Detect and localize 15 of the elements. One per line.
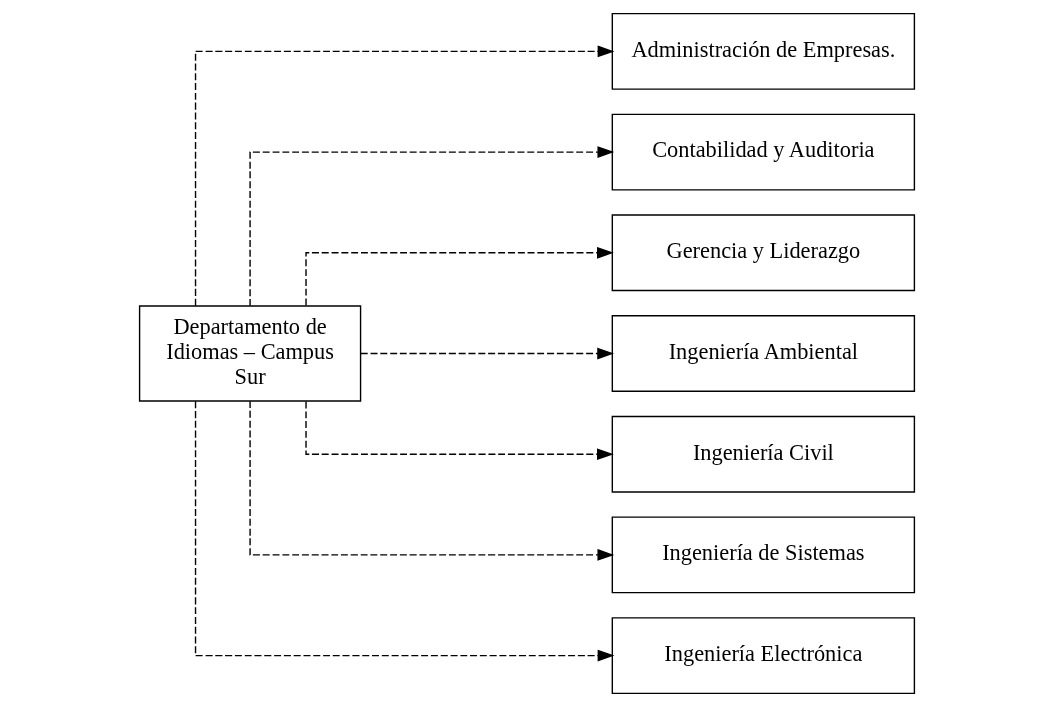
arrow: [249, 400, 615, 561]
node-box: Administración de Empresas.: [611, 12, 916, 90]
node-box: Ingeniería Ambiental: [611, 315, 916, 392]
node-box: Gerencia y Liderazgo: [611, 214, 916, 292]
node-box: Departamento de Idiomas – Campus Sur: [138, 305, 362, 402]
node-box: Contabilidad y Auditoria: [611, 113, 916, 191]
arrow: [360, 347, 615, 360]
arrow: [249, 146, 615, 307]
node-box: Ingeniería de Sistemas: [611, 516, 916, 594]
arrow: [194, 45, 615, 307]
arrow: [194, 400, 615, 662]
arrow: [305, 400, 614, 461]
arrow: [305, 246, 614, 307]
node-box: Ingeniería Civil: [611, 415, 916, 493]
node-box: Ingeniería Electrónica: [611, 617, 916, 695]
